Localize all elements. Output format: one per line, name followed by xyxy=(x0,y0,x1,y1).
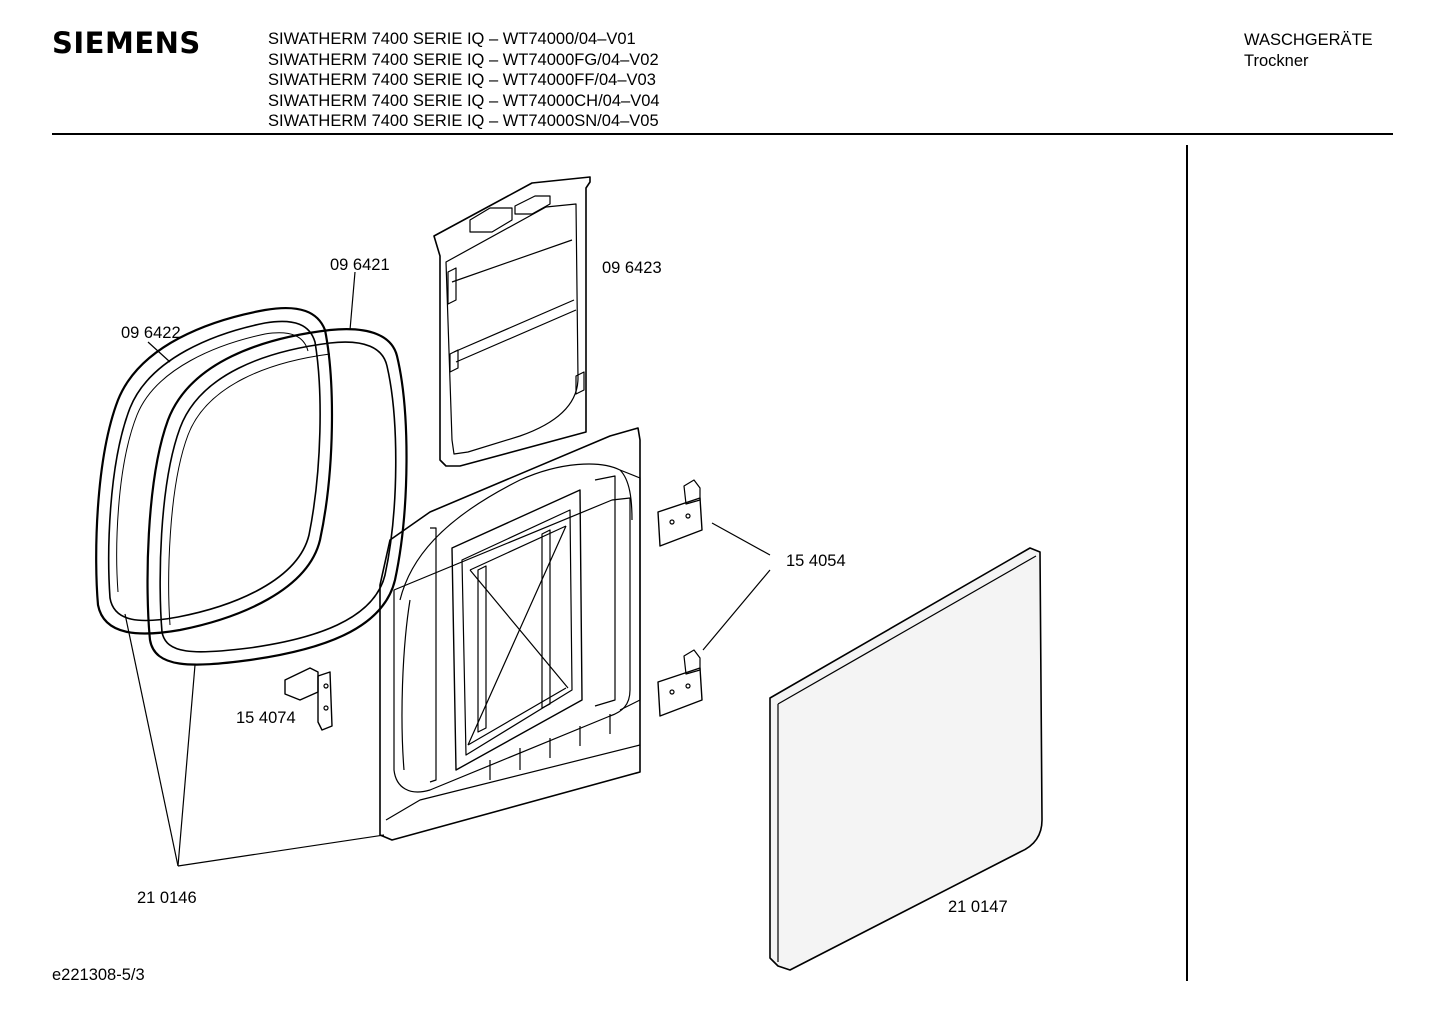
label-door-catch: 15 4074 xyxy=(236,709,296,727)
brand-logo: SIEMENS xyxy=(52,26,201,60)
door-frame xyxy=(379,427,641,841)
side-divider xyxy=(1186,145,1188,981)
label-door-panel: 21 0147 xyxy=(948,898,1008,916)
category-title: WASCHGERÄTE xyxy=(1244,31,1373,49)
model-line: SIWATHERM 7400 SERIE IQ – WT74000FG/04–V… xyxy=(268,50,659,69)
door-catch xyxy=(284,667,333,731)
model-line: SIWATHERM 7400 SERIE IQ – WT74000CH/04–V… xyxy=(268,91,660,110)
category-block: WASCHGERÄTE Trockner xyxy=(1244,30,1373,71)
gasket-outer xyxy=(95,306,334,635)
hinge-bottom xyxy=(657,649,703,717)
label-door-frame: 21 0146 xyxy=(137,889,197,907)
model-list: SIWATHERM 7400 SERIE IQ – WT74000/04–V01… xyxy=(268,29,660,132)
model-line: SIWATHERM 7400 SERIE IQ – WT74000SN/04–V… xyxy=(268,112,659,131)
hinge-top xyxy=(657,479,703,547)
label-gasket-outer: 09 6422 xyxy=(121,324,181,342)
label-gasket-inner: 09 6421 xyxy=(330,256,390,274)
header-divider xyxy=(52,133,1393,135)
category-subtitle: Trockner xyxy=(1244,51,1309,70)
door-panel xyxy=(769,547,1043,971)
model-line: SIWATHERM 7400 SERIE IQ – WT74000FF/04–V… xyxy=(268,71,656,90)
label-lint-filter: 09 6423 xyxy=(602,259,662,277)
leader-lines xyxy=(124,271,771,867)
gasket-inner xyxy=(146,328,408,666)
label-hinge: 15 4054 xyxy=(786,552,846,570)
model-line: SIWATHERM 7400 SERIE IQ – WT74000/04–V01 xyxy=(268,30,636,48)
lint-filter xyxy=(433,176,591,467)
drawing-id: e221308-5/3 xyxy=(52,966,145,984)
